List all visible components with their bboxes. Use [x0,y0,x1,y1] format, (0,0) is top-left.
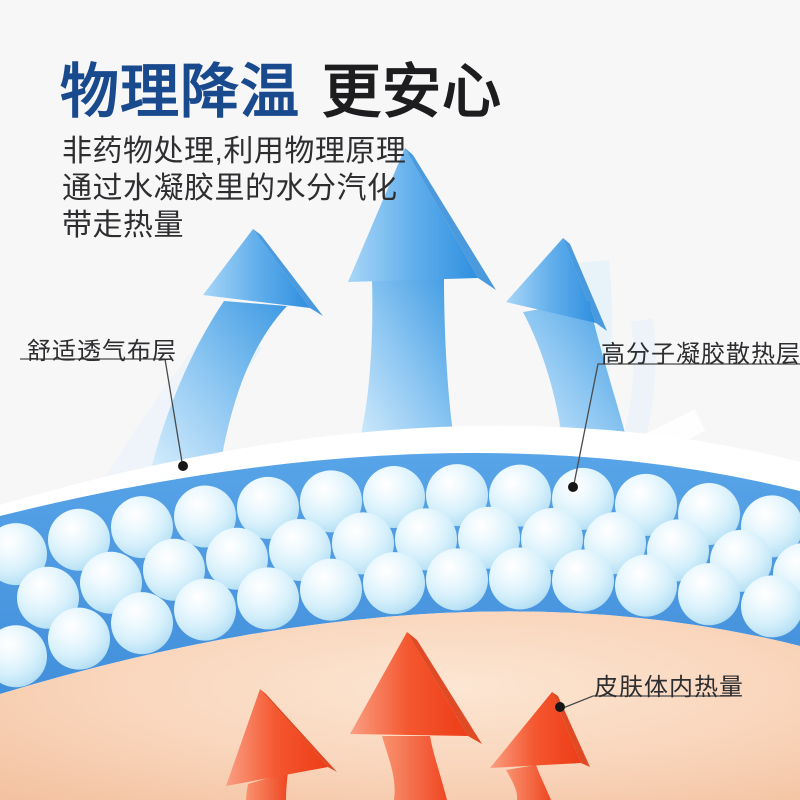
label-body-heat: 皮肤体内热量 [594,674,744,701]
leader-gel-layer [568,363,800,492]
gel-bead [300,470,362,533]
gel-bead [111,496,173,559]
gel-bead [237,476,299,539]
gel-bead [426,464,488,527]
gel-bead [678,563,740,626]
annotation-dot-heat [555,702,565,712]
gel-bead [111,592,173,655]
page-title: 物理降温更安心 [60,44,502,129]
gel-bead [48,508,110,571]
gel-bead [300,558,362,621]
description: 非药物处理,利用物理原理 通过水凝胶里的水分汽化 带走热量 [62,133,406,244]
heat-arrow-left-icon [226,689,337,800]
vapor-arrow-left-icon [151,229,323,472]
gel-bead [489,547,551,610]
vapor-arrow-right-icon [506,238,633,463]
annotation-dot-gel [568,482,578,492]
description-line-2: 通过水凝胶里的水分汽化 [62,172,398,205]
gel-bead [174,578,236,641]
gel-bead [0,625,47,688]
annotation-dot-fabric [178,461,188,471]
label-fabric-layer: 舒适透气布层 [27,338,177,365]
gel-bead [237,567,299,630]
vapor-arrow-center-icon [348,148,496,452]
gel-bead [426,548,488,611]
description-line-1: 非药物处理,利用物理原理 [62,135,407,168]
fabric-layer [0,425,800,516]
gel-bead [615,554,677,617]
title-highlight: 物理降温 [60,59,301,125]
gel-bead [363,466,425,529]
gel-bead [552,549,614,612]
description-line-3: 带走热量 [62,209,184,242]
leader-fabric-layer [20,358,188,471]
leader-body-heat [555,695,731,712]
label-gel-layer: 高分子凝胶散热层 [601,341,800,368]
heat-arrow-center-icon [350,632,482,800]
gel-bead [174,485,236,548]
gel-beads [0,464,800,688]
gel-bead [363,552,425,615]
gel-bead [48,607,110,670]
gel-bead [741,575,800,638]
title-rest: 更安心 [322,59,503,125]
